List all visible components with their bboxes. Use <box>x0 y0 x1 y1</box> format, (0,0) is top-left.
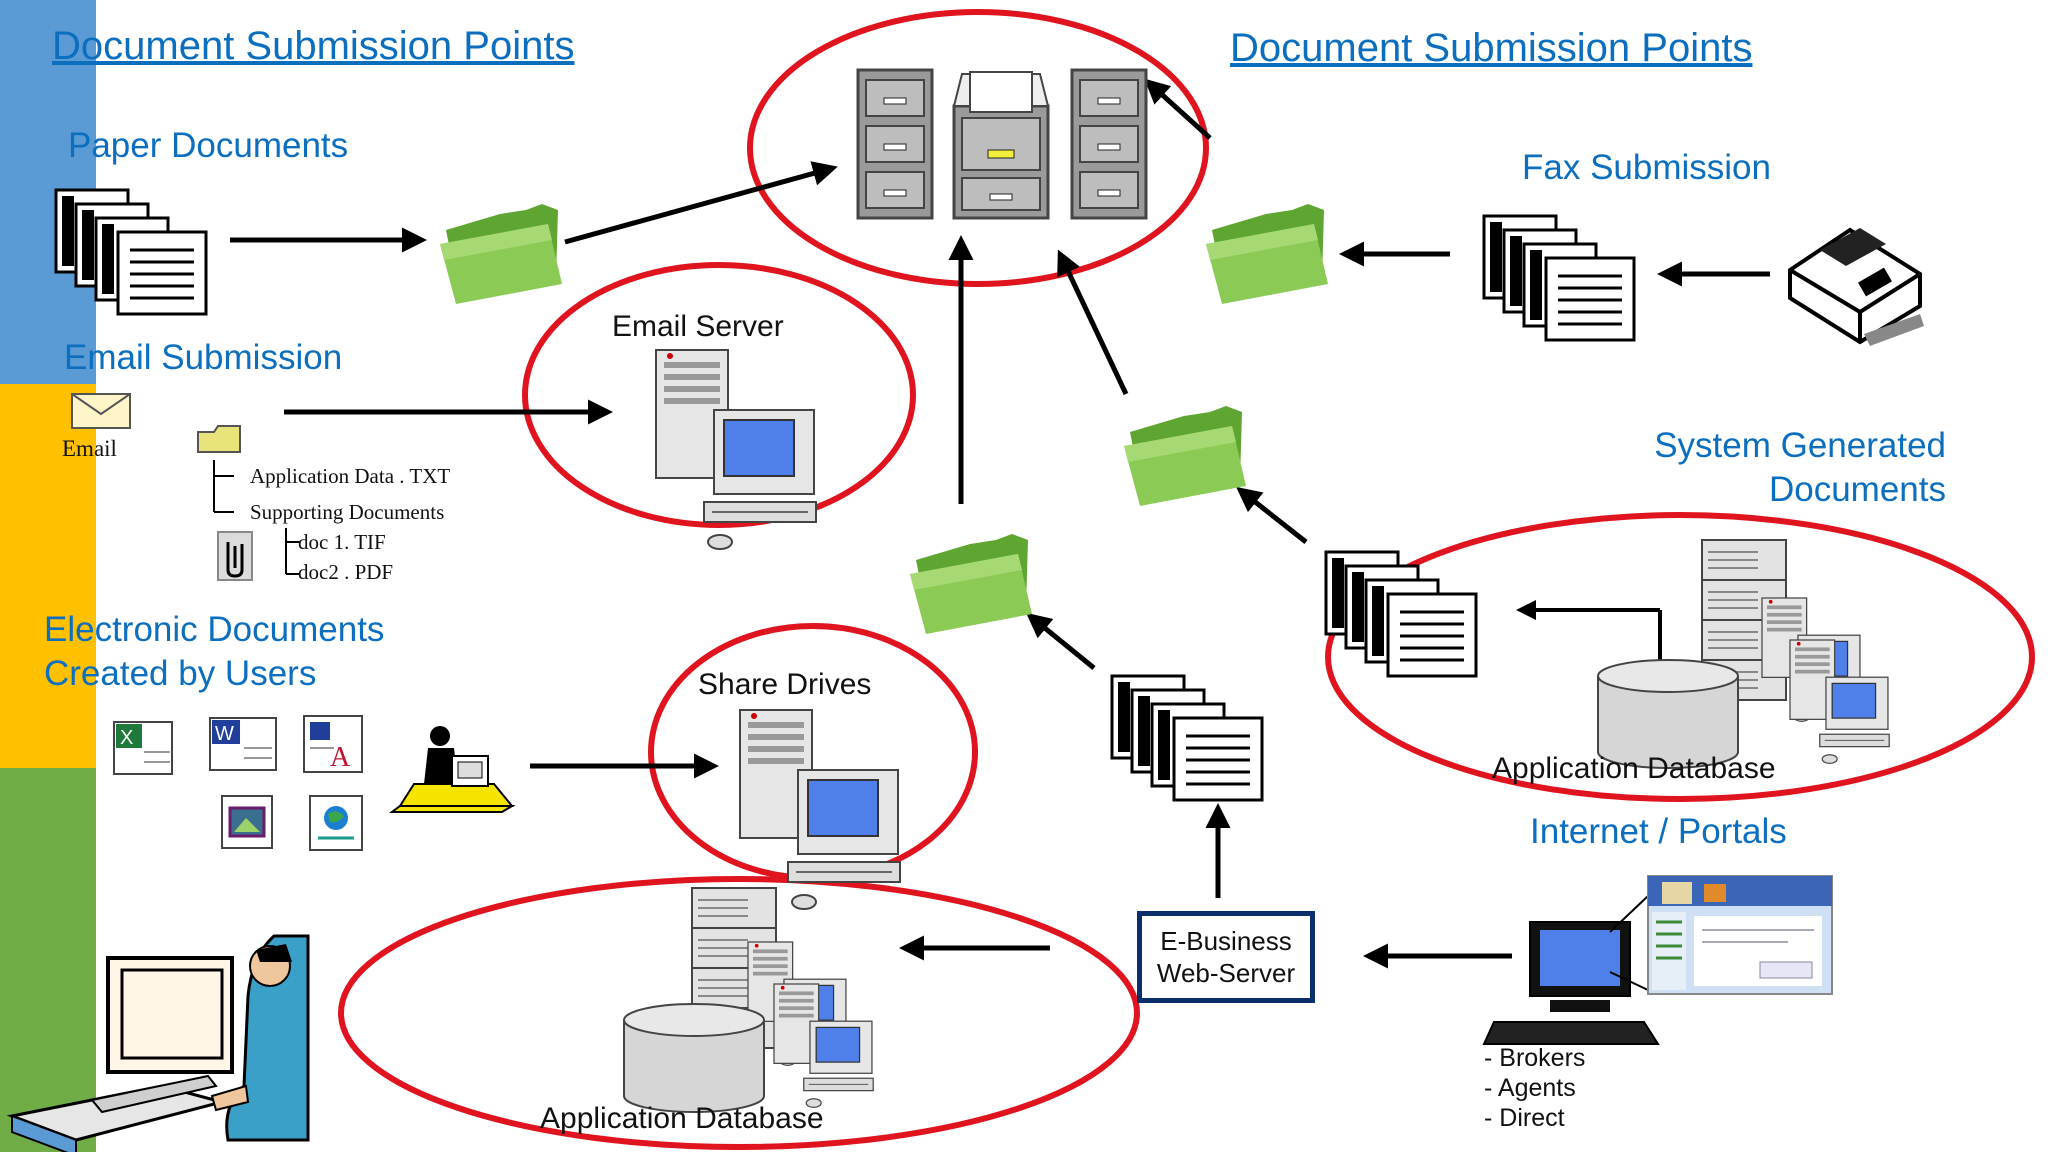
paperclip-icon <box>217 531 253 581</box>
system-generated-title: System Generated <box>1654 426 1946 465</box>
app-database-right-label: Application Database <box>1492 752 1776 785</box>
svg-text:A: A <box>330 742 351 773</box>
email-tree-lines <box>213 460 300 575</box>
web-server-line2: Web-Server <box>1156 958 1296 988</box>
image-document-icon <box>221 795 273 849</box>
svg-text:W: W <box>215 723 234 745</box>
internet-portals-title: Internet / Portals <box>1530 812 1787 851</box>
portal-computer-icon <box>1482 921 1660 1045</box>
right-heading: Document Submission Points <box>1230 26 1753 70</box>
electronic-documents-subtitle: Created by Users <box>44 654 317 693</box>
folder-icon <box>1124 406 1246 506</box>
email-tree-supporting: Supporting Documents <box>250 500 445 524</box>
portal-user-agents: - Agents <box>1484 1074 1576 1102</box>
spreadsheet-icon: X <box>113 721 173 775</box>
web-server-line1: E-Business <box>1160 926 1292 956</box>
envelope-icon <box>71 393 131 429</box>
fax-submission-title: Fax Submission <box>1522 148 1771 187</box>
fax-machine-icon <box>1788 227 1924 346</box>
portal-user-brokers: - Brokers <box>1484 1044 1586 1072</box>
portal-user-direct: - Direct <box>1484 1104 1565 1132</box>
system-generated-subtitle: Documents <box>1768 470 1946 509</box>
document-stack-icon <box>54 188 208 316</box>
svg-text:X: X <box>120 727 133 749</box>
app-database-bottom-label: Application Database <box>540 1102 824 1135</box>
word-document-icon: W <box>209 717 277 771</box>
stripe-yellow <box>0 384 96 768</box>
portal-link-line <box>1609 895 1649 933</box>
filing-cabinet-ellipse <box>747 9 1209 287</box>
web-document-icon <box>309 795 363 851</box>
document-stack-icon <box>1110 674 1264 802</box>
database-icon <box>623 1003 765 1113</box>
folder-icon <box>910 534 1032 634</box>
workstation-icon <box>6 934 310 1152</box>
app-database-right-ellipse <box>1325 512 2035 802</box>
portal-link-line <box>1609 971 1649 991</box>
document-stack-icon <box>1482 214 1636 342</box>
email-server-label: Email Server <box>612 310 784 343</box>
pdf-document-icon: A <box>303 715 363 773</box>
paper-documents-title: Paper Documents <box>68 126 349 165</box>
web-server-box: E-Business Web-Server <box>1137 911 1315 1003</box>
arrows <box>230 78 1770 969</box>
app-database-bottom-ellipse <box>338 876 1140 1150</box>
email-icon-label: Email <box>62 436 117 461</box>
email-submission-title: Email Submission <box>64 338 343 377</box>
computer-icon <box>655 349 817 550</box>
small-folder-icon <box>197 425 241 453</box>
email-server-ellipse <box>522 262 916 528</box>
email-tree-app-data: Application Data . TXT <box>250 464 451 488</box>
document-stack-icon <box>1324 550 1478 678</box>
stripe-green <box>0 768 96 1152</box>
filing-cabinet-icon <box>856 68 1148 220</box>
portal-screenshot-icon <box>1647 875 1833 995</box>
electronic-documents-title: Electronic Documents <box>44 610 385 649</box>
folder-icon <box>1206 204 1328 304</box>
share-drives-label: Share Drives <box>698 668 872 701</box>
folder-icon <box>440 204 562 304</box>
email-tree-doc1: doc 1. TIF <box>298 530 386 554</box>
email-tree-doc2: doc2 . PDF <box>298 560 394 584</box>
left-heading: Document Submission Points <box>52 24 575 68</box>
user-at-desk-icon <box>389 726 516 813</box>
